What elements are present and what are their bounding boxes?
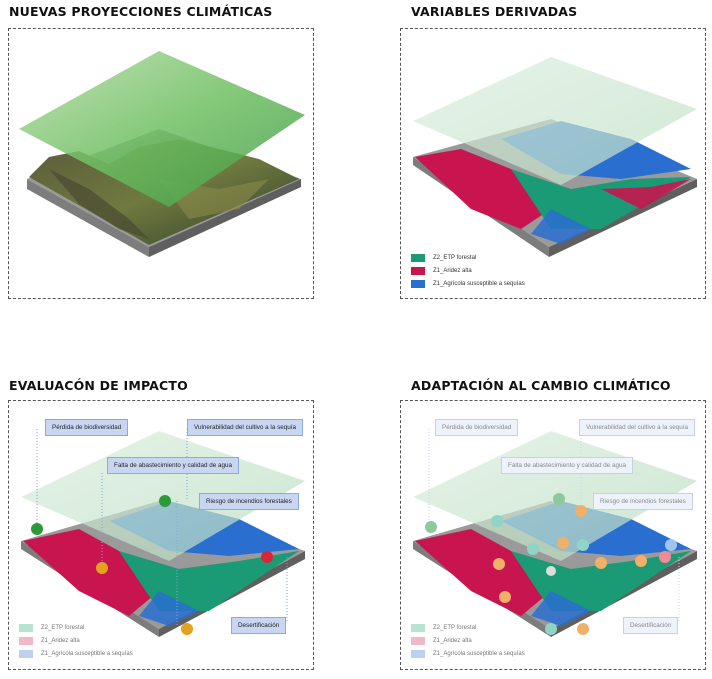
terrain-diagram-proyecciones (19, 51, 305, 257)
label-biodiversidad: Pérdida de biodiversidad (435, 419, 519, 436)
adaptation-icon (659, 551, 671, 563)
label-abastecimiento: Falta de abastecimiento y calidad de agu… (107, 457, 239, 474)
panel-variables: Z2_ETP forestal Z1_Aridez alta Z1_Agríco… (400, 28, 706, 299)
adaptation-icon (575, 505, 587, 517)
legend: Z2_ETP forestal Z1_Aridez alta Z1_Agríco… (19, 621, 133, 660)
adaptation-icon (491, 515, 503, 527)
legend-item: Z1_Agrícola susceptible a sequías (19, 647, 133, 660)
panel-title-impacto: EVALUACÓN DE IMPACTO (9, 378, 188, 393)
climate-projection-layer (19, 51, 305, 207)
legend-item: Z2_ETP forestal (19, 621, 133, 634)
zone-aridez-alta (415, 149, 551, 229)
marker-biodiversidad (31, 523, 43, 535)
adaptation-icon (665, 539, 677, 551)
legend: Z2_ETP forestal Z1_Aridez alta Z1_Agríco… (411, 251, 525, 290)
adaptation-icon (546, 566, 556, 576)
label-incendios: Riesgo de incendios forestales (593, 493, 693, 510)
marker-desertificacion (181, 623, 193, 635)
panel-impacto: Pérdida de biodiversidad Vulnerabilidad … (8, 400, 314, 670)
label-incendios: Riesgo de incendios forestales (199, 493, 299, 510)
label-abastecimiento: Falta de abastecimiento y calidad de agu… (501, 457, 633, 474)
label-vulnerabilidad: Vulnerabilidad del cultivo a la sequía (579, 419, 695, 436)
legend-item: Z2_ETP forestal (411, 621, 525, 634)
adaptation-icon (425, 521, 437, 533)
adaptation-icon (557, 537, 569, 549)
legend-item: Z1_Agrícola susceptible a sequías (411, 277, 525, 290)
legend: Z2_ETP forestal Z1_Aridez alta Z1_Agríco… (411, 621, 525, 660)
adaptation-icon (527, 543, 539, 555)
label-desertificacion: Desertificación (623, 617, 679, 634)
label-vulnerabilidad: Vulnerabilidad del cultivo a la sequía (187, 419, 303, 436)
marker-abastecimiento (96, 562, 108, 574)
legend-item: Z1_Aridez alta (411, 634, 525, 647)
terrain-diagram-variables (413, 57, 697, 257)
adaptation-icon (499, 591, 511, 603)
panel-proyecciones (8, 28, 314, 299)
panel-title-adaptacion: ADAPTACIÓN AL CAMBIO CLIMÁTICO (411, 378, 671, 393)
panel-adaptacion: Pérdida de biodiversidad Vulnerabilidad … (400, 400, 706, 670)
adaptation-icon (577, 623, 589, 635)
legend-item: Z1_Aridez alta (19, 634, 133, 647)
marker-incendios (159, 495, 171, 507)
adaptation-icon (553, 493, 565, 505)
label-desertificacion: Desertificación (231, 617, 287, 634)
adaptation-icon (577, 539, 589, 551)
climate-projection-layer (413, 57, 697, 185)
adaptation-icon (635, 555, 647, 567)
label-biodiversidad: Pérdida de biodiversidad (45, 419, 129, 436)
adaptation-icon (493, 558, 505, 570)
panel-title-variables: VARIABLES DERIVADAS (411, 4, 578, 19)
legend-item: Z1_Agrícola susceptible a sequías (411, 647, 525, 660)
legend-item: Z2_ETP forestal (411, 251, 525, 264)
adaptation-icon (545, 623, 557, 635)
legend-item: Z1_Aridez alta (411, 264, 525, 277)
marker-vulnerabilidad (261, 551, 273, 563)
panel-title-proyecciones: NUEVAS PROYECCIONES CLIMÁTICAS (9, 4, 273, 19)
adaptation-icon (595, 557, 607, 569)
